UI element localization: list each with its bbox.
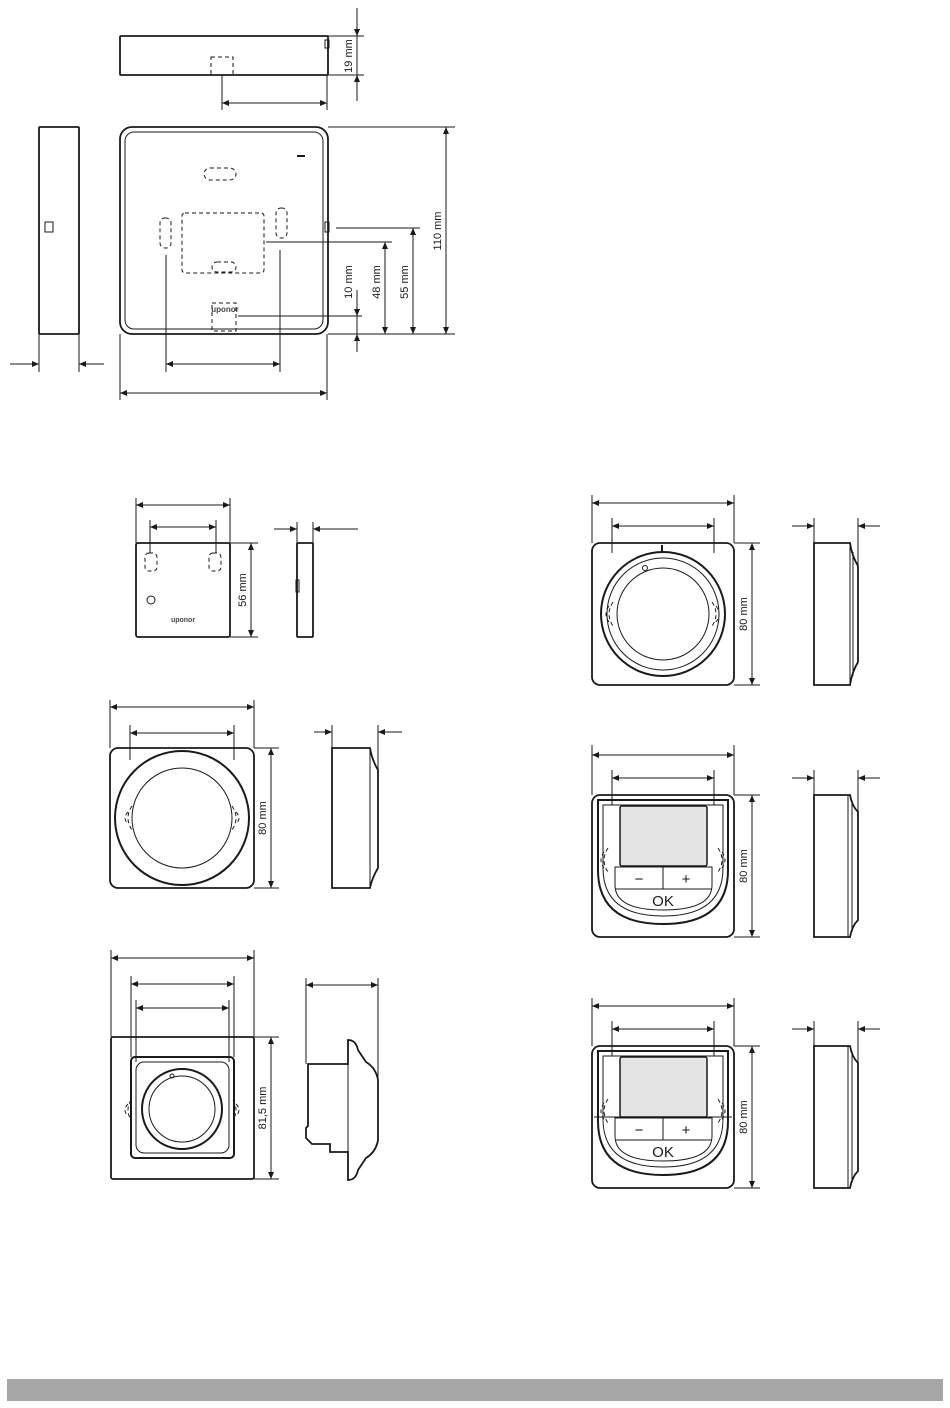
footer-bar — [7, 1379, 943, 1401]
right-dial-side-view — [792, 518, 880, 685]
dim-81-5mm-label: 81,5 mm — [257, 1087, 269, 1130]
dim-80mm-label-right-dial: 80 mm — [738, 597, 750, 631]
lcd1-ok-button-label: OK — [652, 893, 674, 910]
dial-square-side-view — [306, 978, 378, 1180]
lcd1-minus-button-label: − — [635, 871, 644, 888]
sensor-side-view — [274, 522, 358, 637]
right-dial-front-view: 80 mm — [592, 495, 760, 685]
main-front-view: uponor 110 mm 55 mm 48 mm 10 mm — [120, 127, 455, 400]
lcd2-minus-button-label: − — [635, 1122, 644, 1139]
lcd2-ok-button-label: OK — [652, 1144, 674, 1161]
lcd1-side-view — [792, 770, 880, 937]
main-side-view — [10, 127, 104, 372]
dim-48mm-label: 48 mm — [371, 265, 383, 299]
dial-front-view: 80 mm — [110, 700, 279, 888]
dim-56mm-label: 56 mm — [237, 573, 249, 607]
lcd1-front-view: − + OK 80 mm — [592, 745, 760, 937]
dim-19mm-label: 19 mm — [343, 39, 355, 73]
sensor-front-view: uponor 56 mm — [136, 498, 258, 637]
brand-logo-main: uponor — [211, 305, 239, 314]
lcd2-side-view — [792, 1021, 880, 1188]
dial-side-view — [314, 725, 402, 888]
brand-logo-sensor: uponor — [171, 617, 195, 624]
lcd2-plus-button-label: + — [682, 1122, 691, 1139]
dim-80mm-label-lcd2: 80 mm — [738, 1100, 750, 1134]
dim-10mm-label: 10 mm — [343, 265, 355, 299]
dim-80mm-label-dial: 80 mm — [257, 801, 269, 835]
lcd1-plus-button-label: + — [682, 871, 691, 888]
dim-55mm-label: 55 mm — [399, 265, 411, 299]
dial-square-front-view: 81,5 mm — [111, 950, 279, 1179]
dim-80mm-label-lcd1: 80 mm — [738, 849, 750, 883]
main-top-view: 19 mm — [120, 8, 364, 110]
lcd2-front-view: − + OK 80 mm — [592, 998, 760, 1188]
dim-110mm-label: 110 mm — [432, 212, 444, 251]
